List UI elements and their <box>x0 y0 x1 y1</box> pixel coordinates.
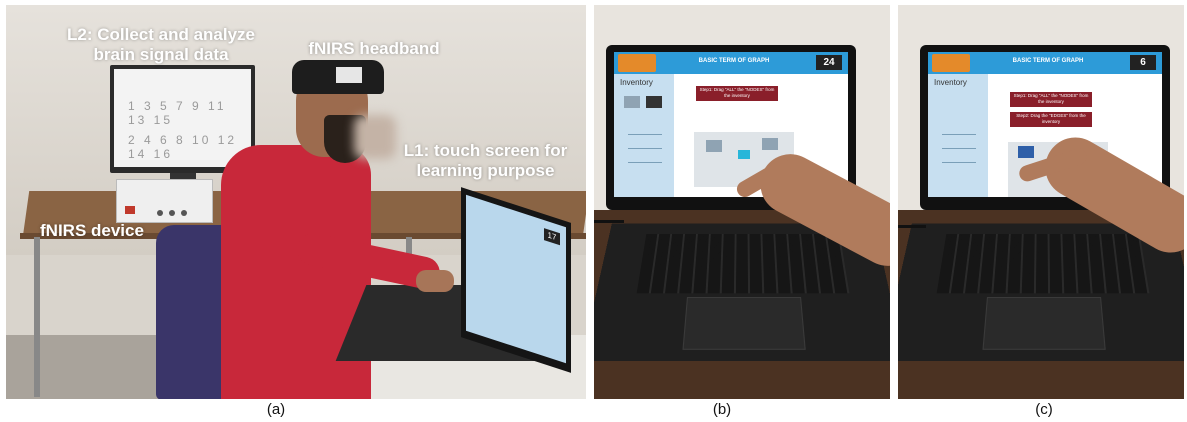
inventory-slot <box>942 148 976 149</box>
photo-panel-c: BASIC TERM OF GRAPH 6 Inventory Step1: D… <box>898 5 1184 399</box>
device-port-icon <box>157 210 163 216</box>
game-logo-icon <box>618 54 656 72</box>
game-header: BASIC TERM OF GRAPH 6 <box>928 52 1162 74</box>
monitor-row: 2 4 6 8 10 12 14 16 <box>128 133 238 161</box>
laptop-timer: 17 <box>544 228 560 246</box>
photo-panel-b: BASIC TERM OF GRAPH 24 Inventory Step1: … <box>594 5 890 399</box>
laptop-node-icon[interactable] <box>646 96 662 108</box>
inventory-slot <box>942 134 976 135</box>
device-port-icon <box>181 210 187 216</box>
face-blur <box>354 115 396 159</box>
inventory-panel[interactable]: Inventory <box>928 74 988 197</box>
inventory-title: Inventory <box>934 78 967 87</box>
game-timer: 24 <box>816 55 842 70</box>
label-l1: L1: touch screen for learning purpose <box>388 141 583 181</box>
desk-leg <box>34 237 40 397</box>
placed-node-icon[interactable] <box>762 138 778 150</box>
label-headband: fNIRS headband <box>308 39 440 58</box>
label-fnirs-device: fNIRS device <box>40 221 144 240</box>
inventory-slot <box>628 162 662 163</box>
inventory-slot <box>628 134 662 135</box>
headband-tag <box>336 67 362 83</box>
label-l2: L2: Collect and analyze brain signal dat… <box>46 25 276 65</box>
laptop-node-icon[interactable] <box>624 96 640 108</box>
keyboard <box>636 234 850 294</box>
inventory-slot <box>628 148 662 149</box>
inventory-title: Inventory <box>620 78 653 87</box>
instruction-step2: Step2: Drag the "EDGES" from the invento… <box>1010 112 1092 127</box>
cable <box>594 220 624 223</box>
game-header: BASIC TERM OF GRAPH 24 <box>614 52 848 74</box>
photo-panel-a: 1 3 5 7 9 11 13 15 2 4 6 8 10 12 14 16 1… <box>6 5 586 399</box>
inventory-slot <box>942 162 976 163</box>
game-title: BASIC TERM OF GRAPH <box>698 58 770 64</box>
keyboard <box>936 234 1150 294</box>
label-l2-line2: brain signal data <box>93 45 229 64</box>
caption-a: (a) <box>266 401 286 418</box>
touchpad <box>982 297 1106 350</box>
game-title: BASIC TERM OF GRAPH <box>1012 58 1084 64</box>
game-logo-icon <box>932 54 970 72</box>
label-l1-line2: learning purpose <box>416 161 555 180</box>
cable <box>898 225 926 228</box>
placed-node-icon[interactable] <box>706 140 722 152</box>
dragged-node-icon[interactable] <box>738 150 750 159</box>
label-l1-line1: L1: touch screen for <box>403 141 568 160</box>
game-timer: 6 <box>1130 55 1156 70</box>
laptop-deck <box>898 223 1184 362</box>
label-l2-line1: L2: Collect and analyze <box>67 25 255 44</box>
participant-hand <box>416 270 454 292</box>
instruction-step1: Step1: Drag "ALL" the "NODES" from the i… <box>1010 92 1092 107</box>
laptop-display: 17 <box>466 194 566 364</box>
device-logo-icon <box>125 206 135 214</box>
monitor-screen: 1 3 5 7 9 11 13 15 2 4 6 8 10 12 14 16 <box>114 69 251 167</box>
touchpad <box>682 297 806 350</box>
placed-node-icon[interactable] <box>1018 146 1034 158</box>
caption-c: (c) <box>1035 401 1053 418</box>
inventory-panel[interactable]: Inventory <box>614 74 674 197</box>
monitor: 1 3 5 7 9 11 13 15 2 4 6 8 10 12 14 16 <box>110 65 255 173</box>
device-port-icon <box>169 210 175 216</box>
monitor-row: 1 3 5 7 9 11 13 15 <box>128 99 227 127</box>
caption-b: (b) <box>712 401 732 418</box>
fnirs-device-box <box>116 179 213 223</box>
instruction-step1: Step1: Drag "ALL" the "NODES" from the i… <box>696 86 778 101</box>
